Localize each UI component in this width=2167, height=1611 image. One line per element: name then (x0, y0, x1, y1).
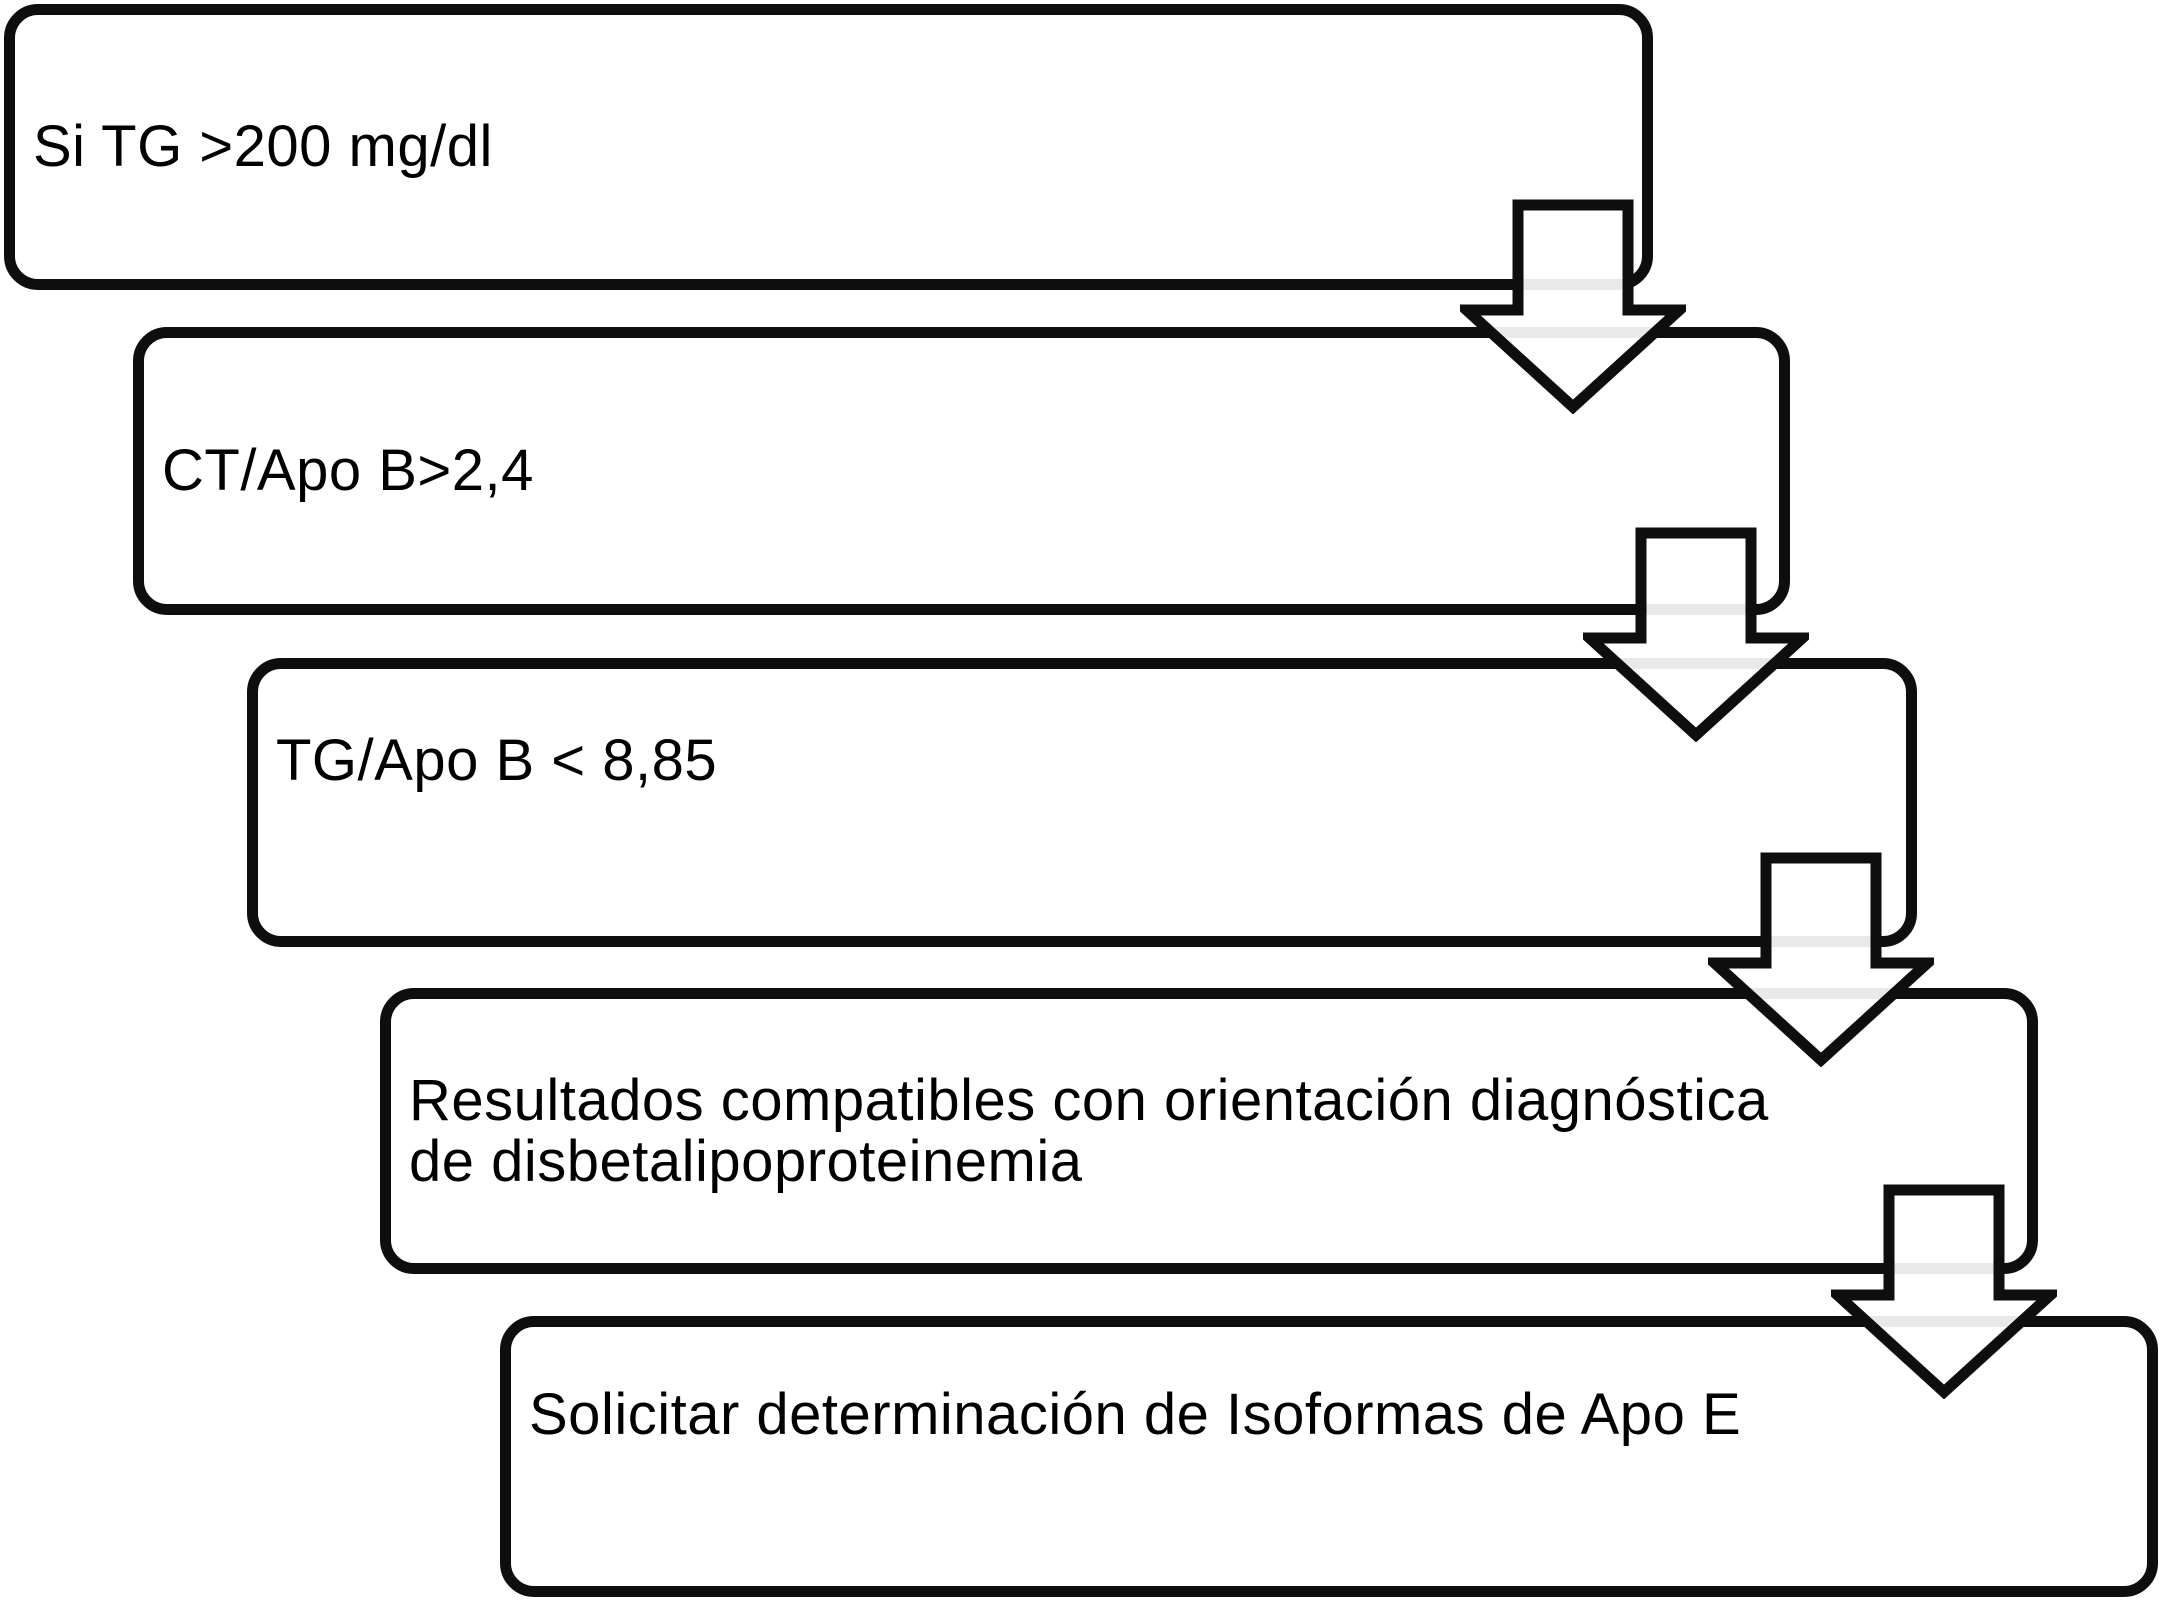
flow-step-5-label: Solicitar determinación de Isoformas de … (529, 1381, 1742, 1447)
flow-step-4: Resultados compatibles con orientación d… (380, 988, 2038, 1274)
flow-step-1: Si TG >200 mg/dl (4, 4, 1653, 290)
flow-step-5: Solicitar determinación de Isoformas de … (500, 1316, 2158, 1597)
flow-step-3-label: TG/Apo B < 8,85 (276, 727, 718, 793)
down-arrow-icon (1583, 527, 1809, 742)
down-arrow-icon (1831, 1184, 2057, 1399)
flow-step-2: CT/Apo B>2,4 (133, 327, 1790, 615)
flow-step-3: TG/Apo B < 8,85 (247, 658, 1917, 947)
down-arrow-icon (1460, 199, 1686, 414)
flow-step-4-label: Resultados compatibles con orientación d… (409, 1067, 1769, 1194)
flow-step-2-label: CT/Apo B>2,4 (162, 438, 534, 504)
down-arrow-icon (1708, 852, 1934, 1067)
flow-step-1-label: Si TG >200 mg/dl (33, 114, 493, 180)
